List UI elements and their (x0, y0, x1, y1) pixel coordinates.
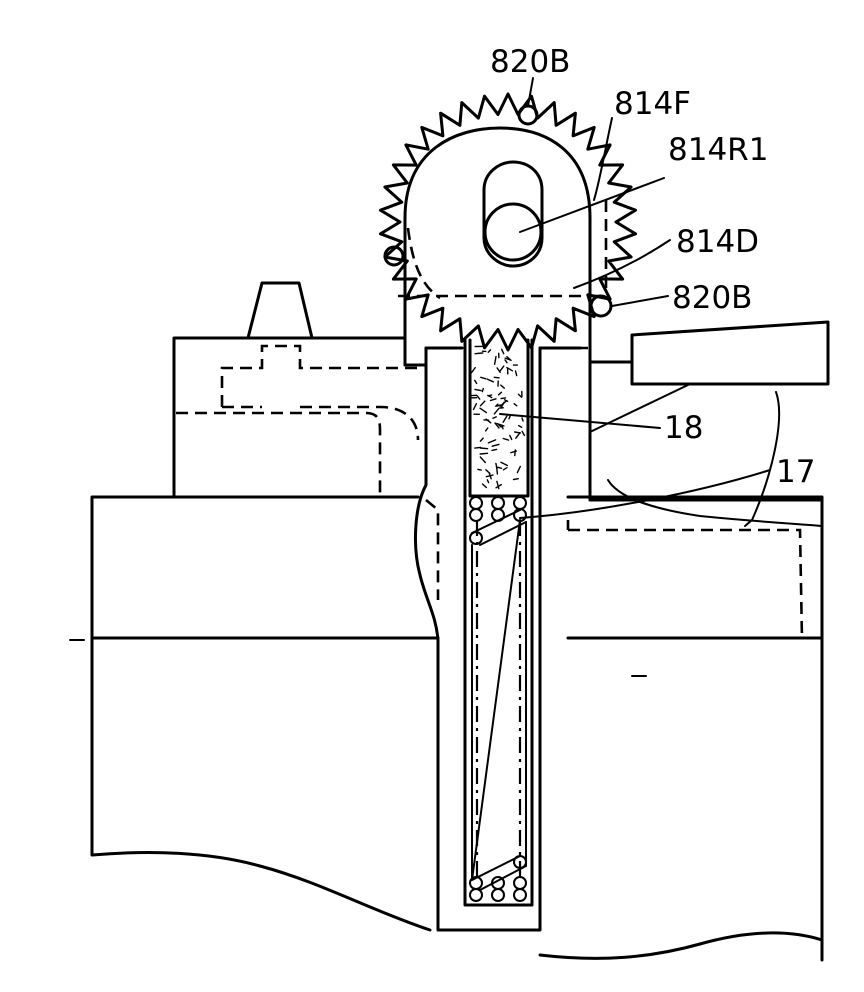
pin-814r1 (485, 204, 541, 260)
member-18-texture (471, 346, 524, 488)
roller-820b-right (591, 296, 611, 316)
texture-speck (501, 462, 508, 465)
gear-hidden-lines (398, 200, 606, 298)
texture-speck (503, 416, 507, 422)
texture-speck (475, 447, 481, 448)
label-814d: 814D (676, 224, 759, 260)
texture-speck (475, 380, 477, 383)
texture-speck (516, 371, 517, 376)
spring-coil-end (514, 889, 526, 901)
texture-speck (475, 353, 483, 354)
texture-speck (474, 404, 477, 410)
texture-speck (478, 469, 481, 470)
texture-speck (516, 433, 520, 439)
texture-speck (487, 379, 493, 382)
texture-speck (471, 368, 475, 373)
gear-814f (381, 94, 636, 350)
texture-speck (502, 349, 504, 353)
texture-speck (492, 449, 497, 450)
spring-17 (470, 497, 526, 901)
texture-speck (488, 440, 495, 443)
label-814r1: 814R1 (668, 132, 768, 168)
texture-speck (510, 436, 512, 440)
spring-coil (472, 510, 526, 890)
spring-coil-side (472, 520, 526, 880)
leader-17 (520, 470, 770, 518)
texture-speck (522, 418, 523, 421)
texture-speck (492, 444, 499, 446)
spring-coil-end (492, 889, 504, 901)
texture-speck (519, 426, 522, 428)
texture-speck (477, 396, 480, 399)
texture-speck (488, 350, 490, 352)
texture-speck (514, 479, 519, 480)
texture-speck (493, 417, 496, 418)
label-820b-right: 820B (672, 280, 752, 316)
label-820b-top: 820B (490, 44, 570, 80)
texture-speck (503, 439, 508, 441)
texture-speck (517, 467, 520, 473)
texture-speck (501, 398, 505, 399)
texture-speck (482, 389, 483, 392)
texture-speck (503, 468, 507, 470)
texture-speck (481, 377, 486, 379)
texture-speck (487, 480, 488, 483)
spring-coil-end (514, 877, 526, 889)
texture-speck (499, 392, 502, 395)
texture-speck (514, 404, 517, 406)
texture-speck (480, 448, 487, 449)
spring-coil-end (492, 497, 504, 509)
leader-814f (594, 118, 612, 200)
actuator-block (632, 322, 828, 384)
texture-speck (480, 408, 486, 412)
member-18-outline (470, 340, 528, 496)
texture-speck (495, 357, 496, 365)
right-dashed-box (568, 530, 802, 640)
texture-speck (522, 431, 524, 435)
roller-820b-top (519, 106, 537, 124)
texture-speck (505, 360, 507, 363)
spring-coil-end (470, 497, 482, 509)
spring-coil-end (470, 509, 482, 521)
housing-boss (248, 283, 312, 338)
housing-hidden-lines (176, 346, 418, 493)
texture-speck (483, 484, 487, 488)
base-block (92, 497, 822, 960)
leader-820b-right (612, 296, 668, 306)
label-18: 18 (664, 410, 703, 446)
texture-speck (491, 399, 497, 401)
texture-speck (518, 394, 521, 397)
leader-18 (500, 414, 660, 428)
texture-speck (480, 438, 483, 441)
channel-dashed-edges (426, 348, 588, 600)
texture-speck (475, 389, 481, 390)
texture-speck (500, 366, 504, 371)
texture-speck (494, 377, 499, 378)
label-814f: 814F (614, 86, 691, 122)
label-17: 17 (776, 454, 815, 490)
texture-speck (501, 385, 505, 388)
texture-speck (480, 457, 485, 463)
spring-coil-end (514, 497, 526, 509)
texture-speck (480, 453, 487, 454)
texture-speck (497, 468, 498, 474)
texture-speck (486, 428, 488, 431)
texture-speck (480, 401, 484, 406)
texture-speck (486, 475, 493, 477)
texture-speck (505, 400, 508, 402)
texture-speck (494, 408, 499, 414)
texture-speck (515, 432, 521, 433)
texture-speck (501, 401, 506, 405)
